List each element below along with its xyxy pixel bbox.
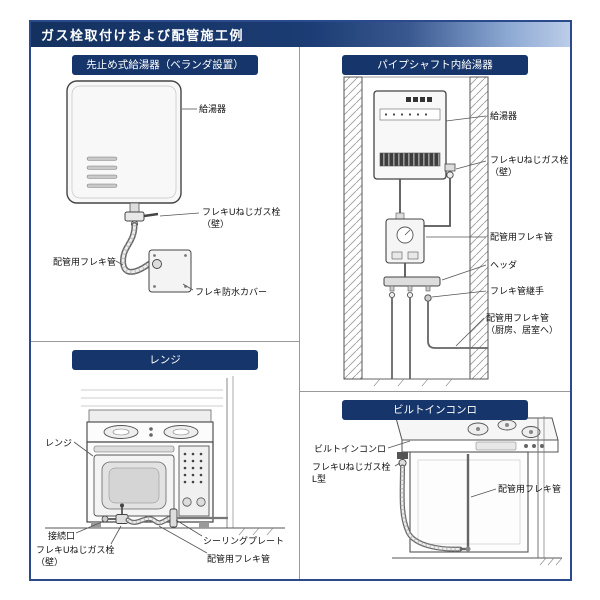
counter-drawing bbox=[395, 417, 559, 453]
label-flex-pipe: 配管用フレキ管 bbox=[490, 232, 554, 242]
pipes-drawing bbox=[399, 178, 451, 227]
waterproof-cover-drawing bbox=[148, 249, 192, 293]
leader-lines bbox=[426, 115, 487, 347]
flex-pipe-drawing bbox=[125, 515, 173, 526]
pipe-shaft-illustration bbox=[343, 76, 489, 387]
label-connection-port: 接続口 bbox=[48, 531, 76, 541]
water-heater-drawing bbox=[66, 80, 182, 204]
label-flex-u-valve: フレキUねじガス栓 （壁） bbox=[490, 155, 569, 177]
panel-range: レンジ レンジ 接続口 フレキUねじガス栓 （壁） シーリングプレート 配管用フ… bbox=[31, 342, 299, 579]
water-heater-drawing bbox=[373, 90, 447, 180]
panel-veranda-heater: 先止め式給湯器（ベランダ設置） 給湯器 フレキUねじガス栓 （壁） 配管用フレキ… bbox=[31, 47, 299, 341]
label-flex-pipe: 配管用フレキ管 bbox=[53, 257, 117, 267]
panel-divider-horizontal-right bbox=[300, 391, 570, 392]
range-illustration bbox=[45, 376, 285, 554]
gas-valve-drawing bbox=[397, 452, 408, 468]
down-pipes-drawing bbox=[391, 298, 488, 379]
label-flex-pipe: 配管用フレキ管 bbox=[498, 484, 562, 494]
leader-lines bbox=[115, 108, 200, 291]
gas-meter-drawing bbox=[385, 212, 425, 264]
label-waterproof-cover: フレキ防水カバー bbox=[195, 287, 268, 297]
flex-pipe-drawing bbox=[119, 222, 152, 275]
label-builtin-stove: ビルトインコンロ bbox=[314, 444, 387, 454]
label-flex-pipe: 配管用フレキ管 bbox=[207, 554, 271, 564]
label-heater: 給湯器 bbox=[199, 104, 227, 114]
leader-lines bbox=[387, 440, 497, 498]
diagram-frame: ガス栓取付けおよび配管施工例 bbox=[29, 20, 572, 581]
panel-builtin-title: ビルトインコンロ bbox=[342, 400, 528, 420]
leader-lines bbox=[73, 441, 208, 554]
label-sealing-plate: シーリングプレート bbox=[203, 536, 285, 546]
wall-floor-drawing bbox=[45, 376, 285, 536]
label-range: レンジ bbox=[45, 438, 73, 448]
diagram-header: ガス栓取付けおよび配管施工例 bbox=[31, 22, 570, 47]
panel-pipe-shaft-heater: パイプシャフト内給湯器 給湯器 フレキUねじガス栓 （壁） 配管用フレキ管 ヘッ… bbox=[300, 47, 570, 391]
gas-valve-drawing bbox=[101, 503, 129, 524]
label-flex-pipe-to-rooms: 配管用フレキ管 （厨房、居室へ） bbox=[486, 313, 559, 335]
panel-divider-vertical bbox=[299, 47, 300, 579]
gas-valve-drawing bbox=[124, 202, 159, 228]
veranda-heater-illustration bbox=[66, 80, 200, 293]
panel-veranda-title: 先止め式給湯器（ベランダ設置） bbox=[72, 55, 258, 75]
label-flex-joint: フレキ管継手 bbox=[490, 286, 545, 296]
label-flex-u-valve: フレキUねじガス栓 （壁） bbox=[202, 207, 281, 229]
header-manifold-drawing bbox=[383, 263, 441, 302]
label-header: ヘッダ bbox=[490, 260, 518, 270]
panel-range-title: レンジ bbox=[72, 350, 258, 370]
diagram-content: 先止め式給湯器（ベランダ設置） 給湯器 フレキUねじガス栓 （壁） 配管用フレキ… bbox=[31, 47, 570, 579]
range-drawing bbox=[86, 409, 214, 528]
label-heater: 給湯器 bbox=[490, 111, 518, 121]
panel-builtin-stove: ビルトインコンロ ビルトインコンロ フレキUねじガス栓 L型 配管用フレキ管 bbox=[300, 392, 570, 579]
shaft-walls-drawing bbox=[343, 76, 489, 387]
panel-divider-horizontal-left bbox=[31, 341, 299, 342]
page-title: ガス栓取付けおよび配管施工例 bbox=[41, 28, 245, 43]
builtin-stove-illustration bbox=[387, 416, 563, 566]
label-flex-u-valve: フレキUねじガス栓 （壁） bbox=[36, 545, 115, 567]
panel-pipe-shaft-title: パイプシャフト内給湯器 bbox=[342, 55, 528, 75]
flex-pipe-drawing bbox=[399, 454, 471, 552]
gas-valve-drawing bbox=[444, 163, 456, 179]
sealing-plate-drawing bbox=[169, 508, 228, 528]
label-flex-u-valve-l: フレキUねじガス栓 L型 bbox=[312, 462, 391, 484]
